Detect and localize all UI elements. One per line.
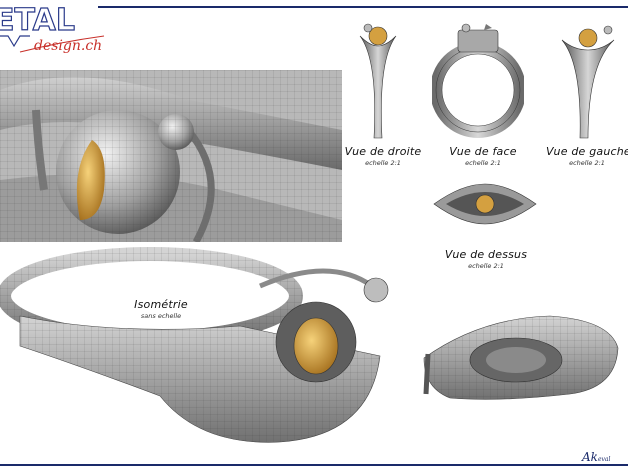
isometric-scale: sans echelle: [140, 312, 182, 320]
right-view-drawing: [359, 23, 397, 139]
top-view-title: Vue de dessus: [444, 248, 528, 261]
top-frame-line: [98, 6, 628, 8]
logo-word-top: ETAL: [0, 3, 75, 38]
top-view-scale: echelle 2:1: [468, 262, 504, 270]
top-view-drawing: [433, 183, 537, 225]
front-view-caption: Vue de face echelle 2:1: [440, 145, 526, 167]
perspective-view-drawing: [423, 315, 619, 400]
right-view-caption: Vue de droite echelle 2:1: [340, 145, 426, 167]
front-view-title: Vue de face: [449, 145, 517, 158]
isometric-title: Isométrie: [134, 298, 188, 311]
signature-suffix: eval: [597, 456, 611, 463]
detail-closeup-view: [0, 70, 342, 242]
front-view-scale: echelle 2:1: [465, 159, 501, 167]
left-view-title: Vue de gauche: [546, 145, 628, 158]
left-view-scale: echelle 2:1: [569, 159, 605, 167]
right-view-title: Vue de droite: [344, 145, 422, 158]
left-view-caption: Vue de gauche echelle 2:1: [546, 145, 628, 167]
right-view-scale: echelle 2:1: [365, 159, 401, 167]
bottom-frame-line: [0, 464, 628, 466]
isometric-view-drawing: [0, 247, 389, 443]
top-view-caption: Vue de dessus echelle 2:1: [436, 248, 536, 270]
isometric-caption: Isométrie sans echelle: [126, 298, 196, 320]
left-view-drawing: [561, 25, 615, 139]
metal-design-logo: ETAL design.ch: [0, 2, 105, 54]
logo-word-bottom: design.ch: [34, 38, 102, 54]
front-view-drawing: [432, 23, 524, 138]
signature: Akeval: [582, 450, 610, 464]
signature-mark: Ak: [582, 450, 598, 464]
